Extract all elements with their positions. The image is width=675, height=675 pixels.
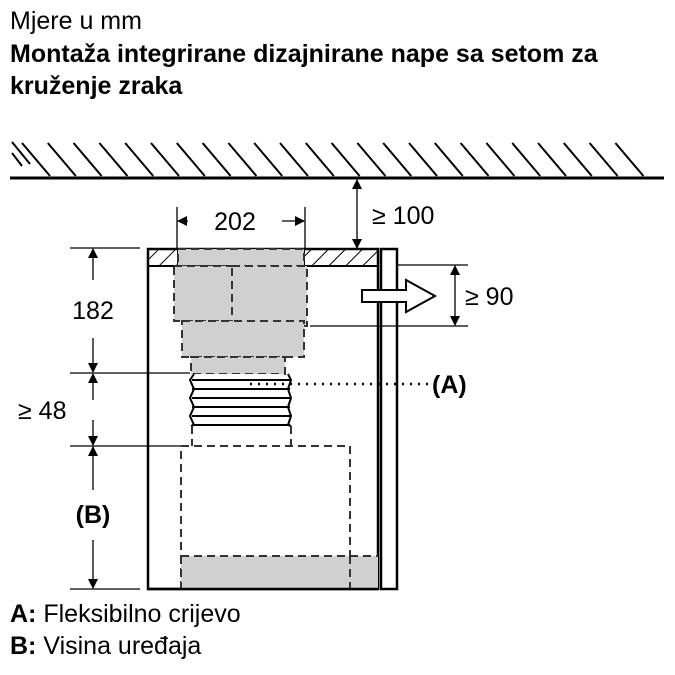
dim-side-outlet [310,264,468,327]
dim-202-label: 202 [214,208,256,236]
dim-100-label: ≥ 100 [372,202,434,230]
hood-body [173,248,308,375]
units-note: Mjere u mm [10,7,142,35]
cabinet [146,247,399,591]
appliance-outline [148,445,378,591]
dim-left-chain [70,247,190,590]
legend-item-b: B: Visina uređaja [10,632,202,660]
dim-48-label: ≥ 48 [18,397,66,425]
dim-90-label: ≥ 90 [465,283,513,311]
air-outlet-arrow-icon [361,278,438,314]
ceiling [10,141,664,180]
label-b: (B) [76,501,111,529]
label-a: (A) [432,371,467,399]
flexible-hose [188,373,293,446]
dim-182-label: 182 [72,297,114,325]
legend-item-a: A: Fleksibilno crijevo [10,600,241,628]
dim-width-202 [176,207,306,249]
page-title: Montaža integrirane dizajnirane nape sa … [10,40,598,100]
legend: A: Fleksibilno crijevo B: Visina uređaja [10,598,241,662]
